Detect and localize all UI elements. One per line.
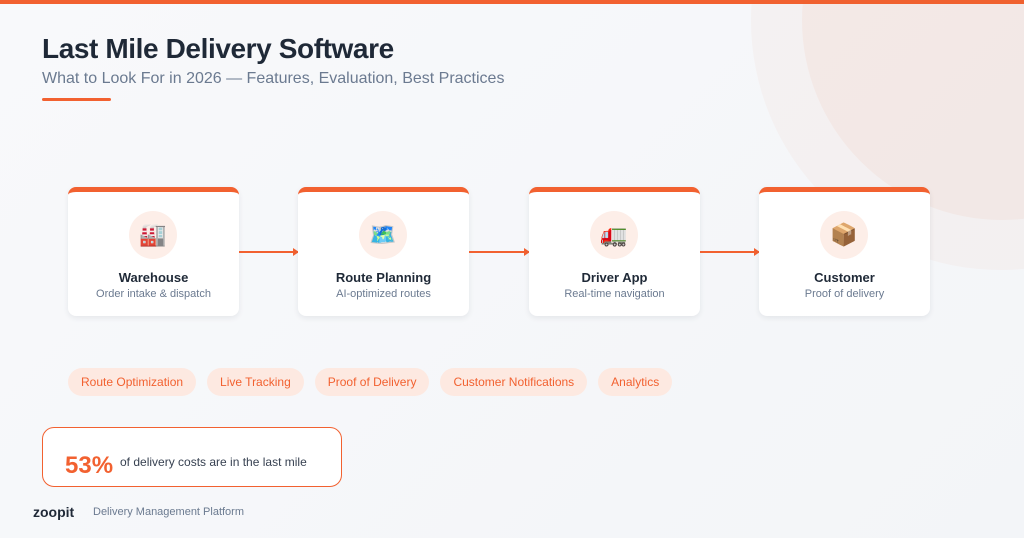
- flow-arrow-2: [469, 248, 530, 256]
- flow-step-warehouse: 🏭 Warehouse Order intake & dispatch: [68, 187, 239, 316]
- feature-tag-proof-of-delivery: Proof of Delivery: [314, 368, 430, 396]
- title-underline: [42, 98, 111, 101]
- package-icon: 📦: [820, 211, 868, 259]
- step-title: Driver App: [581, 270, 648, 285]
- step-title: Customer: [814, 270, 875, 285]
- step-title: Warehouse: [118, 270, 189, 285]
- stat-value: 53%: [65, 452, 114, 479]
- feature-tag-customer-notifications: Customer Notifications: [440, 368, 588, 396]
- truck-icon: 🚛: [590, 211, 638, 259]
- page-subtitle: What to Look For in 2026 — Features, Eva…: [42, 70, 505, 87]
- stat-callout: 53% of delivery costs are in the last mi…: [42, 427, 342, 487]
- step-title: Route Planning: [335, 270, 432, 285]
- factory-icon: 🏭: [129, 211, 177, 259]
- step-description: Order intake & dispatch: [96, 288, 211, 300]
- flow-step-customer: 📦 Customer Proof of delivery: [759, 187, 930, 316]
- map-icon: 🗺️: [359, 211, 407, 259]
- page-title: Last Mile Delivery Software: [42, 33, 394, 64]
- step-description: Real-time navigation: [564, 288, 665, 300]
- flow-arrow-1: [239, 248, 299, 256]
- top-accent-bar: [0, 0, 1024, 4]
- flow-step-driver-app: 🚛 Driver App Real-time navigation: [529, 187, 700, 316]
- step-description: AI-optimized routes: [336, 288, 431, 300]
- feature-tag-route-optimization: Route Optimization: [68, 368, 197, 396]
- brand-tagline: Delivery Management Platform: [93, 506, 245, 518]
- feature-tags: Route Optimization Live Tracking Proof o…: [68, 368, 673, 396]
- feature-tag-analytics: Analytics: [598, 368, 673, 396]
- flow-arrow-3: [700, 248, 760, 256]
- brand-logo: zoopit: [33, 504, 75, 520]
- flow-step-route-planning: 🗺️ Route Planning AI-optimized routes: [298, 187, 469, 316]
- stat-text: of delivery costs are in the last mile: [120, 455, 307, 469]
- feature-tag-live-tracking: Live Tracking: [207, 368, 304, 396]
- step-description: Proof of delivery: [804, 288, 885, 300]
